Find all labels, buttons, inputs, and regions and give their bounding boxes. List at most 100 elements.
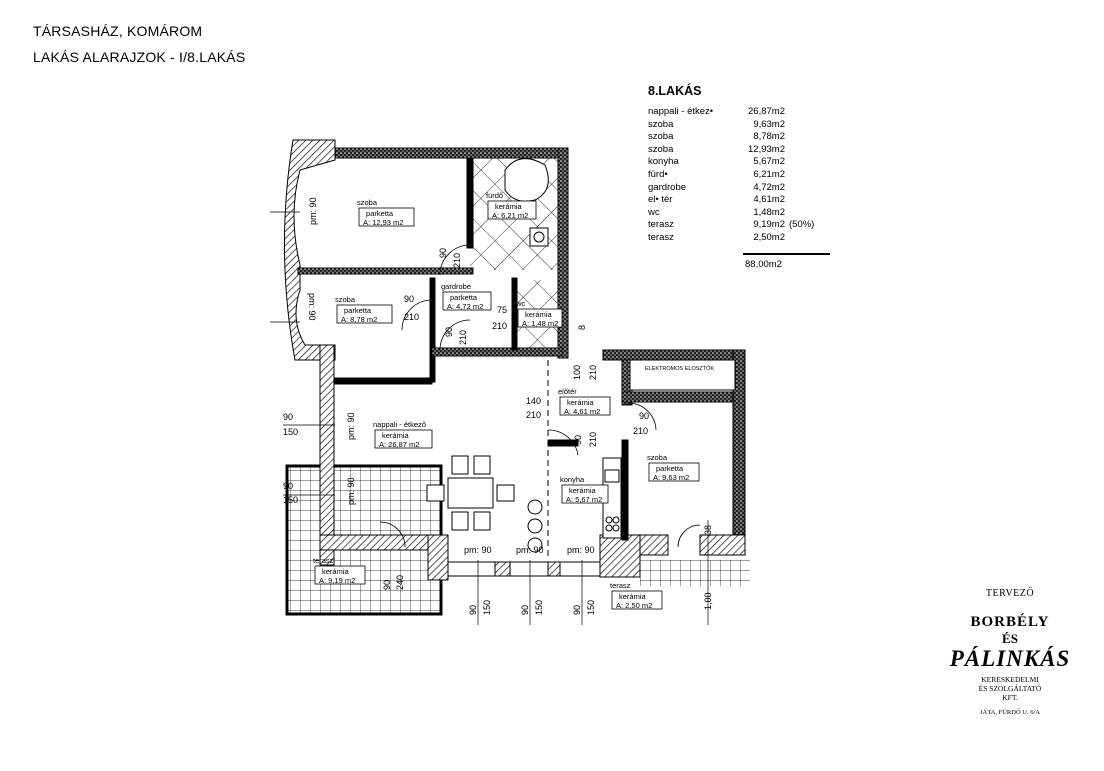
room-label-box [314, 565, 366, 585]
drawing-title: LAKÁS ALARAJZOK - I/8.LAKÁS [33, 49, 246, 65]
logo-sub: KERESKEDELMI [981, 675, 1039, 684]
dim-pm: pm: 90 [346, 412, 356, 440]
room-name: fürd• [648, 168, 668, 180]
walls [283, 139, 746, 581]
room-floor: parketta [366, 209, 394, 218]
dim: 90 [639, 411, 649, 421]
room-area: 6,21m2 [753, 168, 785, 180]
room-floor: kerámia [569, 486, 597, 495]
dim: 210 [458, 330, 468, 345]
room-area: A: 26,87 m2 [379, 440, 419, 449]
room-label-box [374, 429, 433, 449]
dim: 8 [577, 325, 587, 330]
dim: 90 [283, 481, 293, 491]
dim: 90 [438, 248, 448, 258]
logo-sub: KFT. [1002, 693, 1018, 702]
room-area: 4,61m2 [753, 194, 785, 206]
room-floor: parketta [344, 306, 372, 315]
room-label-box [561, 484, 609, 504]
room-area: A: 6,21 m2 [492, 211, 528, 220]
room-name: előtér [558, 387, 577, 396]
room-label-box [517, 308, 563, 328]
room-area: 9,19m2 [753, 219, 785, 231]
room-name: wc [515, 299, 525, 308]
room-name: terasz [648, 231, 674, 243]
logo-label: TERVEZŐ [985, 588, 1035, 599]
dim-pm: pm: 90 [516, 545, 544, 555]
dim: 210 [588, 365, 598, 380]
dim: 90 [468, 605, 478, 615]
room-area: 1,48m2 [753, 206, 785, 218]
dim: 210 [404, 312, 419, 322]
dim-pm: pm: 90 [307, 293, 317, 321]
room-area: 4,72m2 [753, 181, 785, 193]
dim: 150 [283, 495, 298, 505]
room-floor: parketta [656, 464, 684, 473]
dim: 90 [573, 435, 583, 445]
designer-logo: TERVEZŐ BORBÉLY ÉS PÁLINKÁS KERESKEDELMI… [940, 588, 1080, 717]
dim: 240 [395, 575, 405, 590]
doors [379, 244, 701, 548]
room-name: nappali - étkező [373, 420, 426, 429]
room-area: 5,67m2 [753, 156, 785, 168]
summary-row: gardrobe 4,72m2 [648, 182, 838, 195]
dim: 150 [586, 600, 596, 615]
room-name: terasz [648, 219, 674, 231]
room-name: konyha [560, 475, 585, 484]
room-name: gardrobe [648, 181, 687, 193]
summary-row: szoba 12,93m2 [648, 144, 838, 157]
logo-name: PÁLINKÁS [949, 646, 1071, 671]
dim: 210 [588, 432, 598, 447]
room-area: 12,93m2 [748, 143, 785, 155]
dim: 90 [382, 580, 392, 590]
dim: 150 [482, 600, 492, 615]
room-area: 9,63m2 [753, 118, 785, 130]
dim: 90 [520, 605, 530, 615]
room-label-box [648, 462, 700, 482]
dining-table [426, 455, 543, 553]
dim: 210 [633, 426, 648, 436]
dim: 90 [444, 327, 454, 337]
room-name: szoba [648, 143, 674, 155]
room-area: A: 4,72 m2 [447, 302, 483, 311]
room-name: terasz [610, 581, 631, 590]
dim: 150 [534, 600, 544, 615]
dim-pm: pm: 90 [464, 545, 492, 555]
room-name: konyha [648, 156, 679, 168]
room-name: szoba [357, 198, 378, 207]
room-label-box [442, 291, 492, 311]
room-name: szoba [648, 118, 674, 130]
logo-name: ÉS [1002, 631, 1018, 646]
room-name: szoba [647, 453, 668, 462]
dim: 75 [497, 305, 507, 315]
summary-row: szoba 9,63m2 [648, 119, 838, 132]
dim: 210 [452, 253, 462, 268]
room-area: A: 12,93 m2 [363, 218, 403, 227]
summary-rule [743, 252, 830, 255]
dim-pm: pm: 90 [308, 197, 318, 225]
room-floor: kerámia [495, 202, 523, 211]
dim-pm: pm: 90 [567, 545, 595, 555]
electrical-box [629, 359, 736, 391]
summary-row: konyha 5,67m2 [648, 156, 838, 169]
dim: 210 [492, 321, 507, 331]
room-area: A: 9,63 m2 [653, 473, 689, 482]
dim: 90 [404, 294, 414, 304]
dim: 140 [526, 396, 541, 406]
kitchen-counter [602, 457, 622, 539]
